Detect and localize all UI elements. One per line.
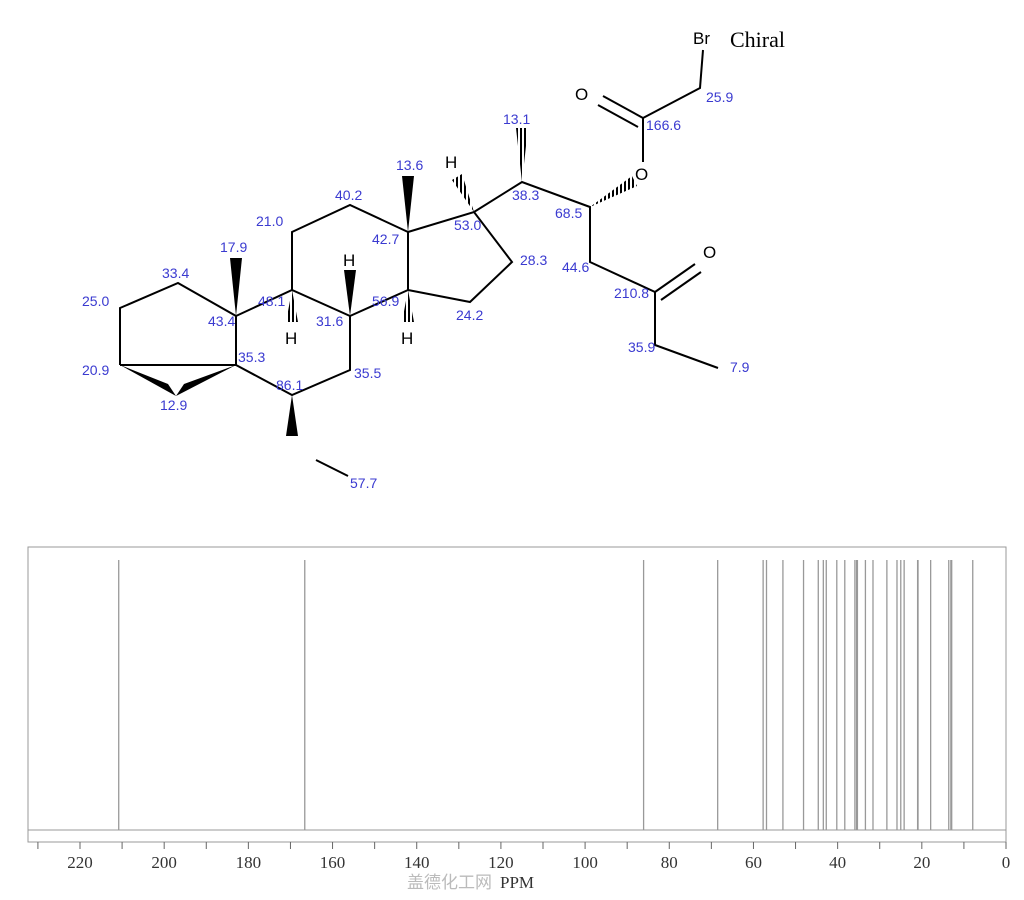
hydrogen-atom: H	[343, 251, 355, 270]
shift-label: 31.6	[316, 313, 343, 329]
x-tick-label: 100	[572, 853, 598, 872]
x-tick-label: 40	[829, 853, 846, 872]
shift-label: 210.8	[614, 285, 649, 301]
shift-label: 56.9	[372, 293, 399, 309]
hydrogen-atom: H	[445, 153, 457, 172]
x-tick-label: 80	[661, 853, 678, 872]
shift-label: 35.3	[238, 349, 265, 365]
shift-label: 7.9	[730, 359, 750, 375]
shift-label: 166.6	[646, 117, 681, 133]
shift-label: 17.9	[220, 239, 247, 255]
x-tick-label: 140	[404, 853, 430, 872]
shift-label: 12.9	[160, 397, 187, 413]
molecule-structure: Br Chiral O O O H H H H 25.9 166.6 13.1 …	[82, 27, 785, 491]
shift-label: 21.0	[256, 213, 283, 229]
shift-label: 13.1	[503, 111, 530, 127]
hydrogen-atom: H	[401, 329, 413, 348]
watermark: 盖德化工网	[407, 873, 492, 893]
x-tick-label: 200	[151, 853, 177, 872]
chiral-label: Chiral	[730, 27, 785, 52]
oxygen-atom: O	[635, 165, 648, 184]
shift-label: 43.4	[208, 313, 235, 329]
shift-label: 33.4	[162, 265, 189, 281]
shift-label: 44.6	[562, 259, 589, 275]
axis-bar	[27, 829, 1007, 843]
shift-label: 48.1	[258, 293, 285, 309]
bromine-atom: Br	[693, 29, 710, 48]
plot-frame	[27, 546, 1007, 831]
hash-bonds	[286, 128, 637, 322]
hydrogen-atom: H	[285, 329, 297, 348]
shift-label: 24.2	[456, 307, 483, 323]
shift-label: 68.5	[555, 205, 582, 221]
shift-label: 86.1	[276, 377, 303, 393]
peaks	[118, 560, 974, 830]
x-tick-label: 60	[745, 853, 762, 872]
shift-label: 53.0	[454, 217, 481, 233]
shift-label: 20.9	[82, 362, 109, 378]
x-tick-label: 120	[488, 853, 514, 872]
x-tick-label: 20	[913, 853, 930, 872]
shift-label: 35.9	[628, 339, 655, 355]
x-tick-label: 220	[67, 853, 93, 872]
shift-labels: 25.9 166.6 13.1 13.6 38.3 68.5 40.2 21.0…	[82, 89, 750, 491]
x-tick-label: 0	[1002, 853, 1011, 872]
shift-label: 35.5	[354, 365, 381, 381]
oxygen-atom: O	[703, 243, 716, 262]
wedge-bonds	[120, 176, 414, 436]
shift-label: 38.3	[512, 187, 539, 203]
shift-label: 28.3	[520, 252, 547, 268]
shift-label: 13.6	[396, 157, 423, 173]
x-axis-label: PPM	[500, 873, 534, 892]
oxygen-atom: O	[575, 85, 588, 104]
shift-label: 57.7	[350, 475, 377, 491]
shift-label: 25.0	[82, 293, 109, 309]
shift-label: 40.2	[335, 187, 362, 203]
x-tick-label: 160	[320, 853, 346, 872]
x-tick-label: 180	[236, 853, 262, 872]
shift-label: 42.7	[372, 231, 399, 247]
shift-label: 25.9	[706, 89, 733, 105]
